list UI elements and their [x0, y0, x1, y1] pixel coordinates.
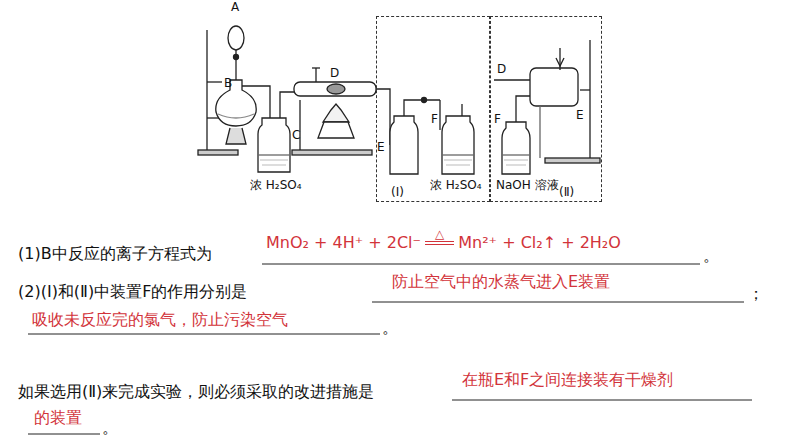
- heat-condition: △: [425, 228, 454, 245]
- answer-text: 的装置: [34, 408, 82, 428]
- answer-text: 吸收未反应完的氯气，防止污染空气: [32, 310, 288, 330]
- punctuation: 。: [102, 418, 118, 438]
- equation-answer: MnO₂ + 4H⁺ + 2Cl⁻△Mn²⁺ + Cl₂↑ + 2H₂O: [266, 228, 621, 253]
- dashed-group-box: (Ⅱ): [490, 16, 602, 202]
- part-letter: F: [494, 112, 501, 126]
- reagent-label: 浓 H₂SO₄: [250, 178, 302, 192]
- group-label: (Ⅱ): [559, 185, 574, 199]
- part-letter: F: [431, 112, 438, 126]
- group-label: (Ⅰ): [391, 185, 404, 199]
- equation-text: Mn²⁺ + Cl₂↑ + 2H₂O: [458, 233, 621, 253]
- punctuation: 。: [703, 246, 719, 266]
- punctuation: ；: [748, 284, 764, 304]
- question-text: (1)B中反应的离子方程式为: [18, 244, 212, 264]
- reagent-label: NaOH 溶液: [496, 178, 559, 192]
- part-letter: C: [292, 128, 300, 142]
- dashed-group-box: (Ⅰ): [376, 16, 490, 202]
- part-letter: D: [330, 66, 339, 80]
- part-letter: B: [224, 76, 232, 90]
- part-letter: D: [497, 62, 506, 76]
- reagent-label: 浓 H₂SO₄: [430, 178, 482, 192]
- answer-text: 防止空气中的水蒸气进入E装置: [392, 272, 610, 292]
- part-letter: A: [231, 0, 239, 14]
- part-letter: E: [576, 108, 584, 122]
- part-letter: E: [377, 140, 385, 154]
- answer-text: 在瓶E和F之间连接装有干燥剂: [462, 370, 673, 390]
- question-text: (2)(Ⅰ)和(Ⅱ)中装置F的作用分别是: [18, 282, 247, 302]
- equation-text: MnO₂ + 4H⁺ + 2Cl⁻: [266, 233, 421, 253]
- punctuation: 。: [382, 318, 398, 338]
- question-text: 如果选用(Ⅱ)来完成实验，则必须采取的改进措施是: [18, 382, 374, 402]
